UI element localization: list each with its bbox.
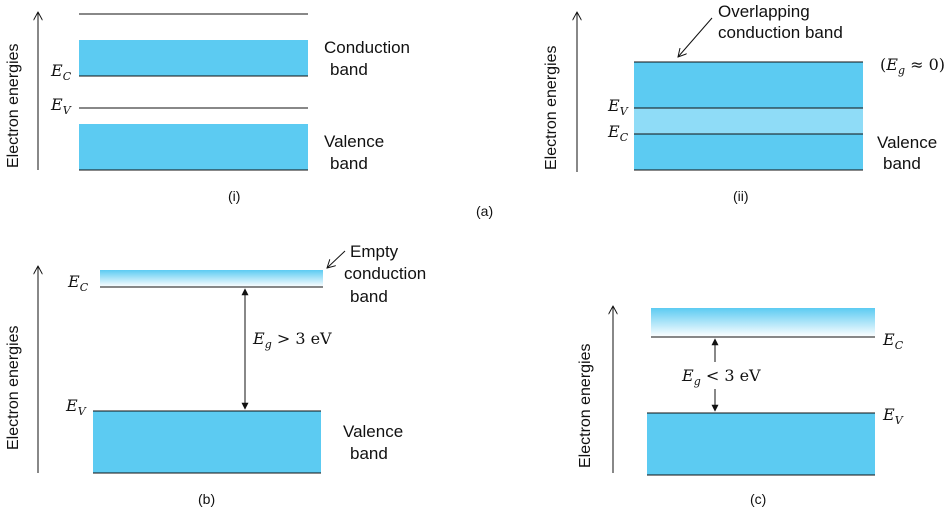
caption-b: (b) <box>198 491 215 507</box>
ev-label: EV <box>607 96 629 118</box>
panel-ii: Electron energies EV EC Overlapping cond… <box>543 2 945 204</box>
valence-band <box>647 413 875 475</box>
conduction-band <box>79 40 308 76</box>
valence-band-lower <box>634 134 863 170</box>
empty-label-line2: conduction <box>344 264 426 283</box>
axis-label: Electron energies <box>577 343 594 468</box>
caption-a: (a) <box>476 203 493 219</box>
panel-b: Electron energies EC EV Eg > 3 eV Empty … <box>5 242 426 507</box>
panel-c: Electron energies Eg < 3 eV EC EV (c) <box>577 306 904 507</box>
empty-label-line3: band <box>350 287 388 306</box>
valence-label-line1: Valence <box>343 422 403 441</box>
empty-label-line1: Empty <box>350 242 399 261</box>
axis-label: Electron energies <box>5 43 22 168</box>
ec-label: EC <box>882 330 904 352</box>
overlap-label-line1: Overlapping <box>718 2 810 21</box>
valence-label-line2: band <box>350 444 388 463</box>
empty-conduction-band <box>100 270 323 287</box>
conduction-band-upper <box>634 62 863 108</box>
valence-band <box>79 124 308 170</box>
gap-label: Eg < 3 eV <box>681 366 761 388</box>
caption-i: (i) <box>228 188 240 204</box>
conduction-label-line2: band <box>330 60 368 79</box>
overlap-pointer-arrow <box>678 17 713 57</box>
caption-ii: (ii) <box>733 188 749 204</box>
axis-label: Electron energies <box>543 45 560 170</box>
ec-label: EC <box>67 272 89 294</box>
valence-label-line1: Valence <box>877 133 937 152</box>
ec-label: EC <box>607 122 629 144</box>
ec-label: EC <box>50 61 72 83</box>
axis-label: Electron energies <box>5 325 22 450</box>
ev-label: EV <box>882 405 904 427</box>
conduction-band <box>651 308 875 337</box>
caption-c: (c) <box>750 491 766 507</box>
conduction-label-line1: Conduction <box>324 38 410 57</box>
gap-label: (Eg ≈ 0) <box>880 55 945 77</box>
overlap-region <box>634 108 863 134</box>
valence-label-line2: band <box>330 154 368 173</box>
valence-band <box>93 411 321 473</box>
panel-i: Electron energies EC EV Conduction band … <box>5 12 410 204</box>
valence-label-line1: Valence <box>324 132 384 151</box>
ev-label: EV <box>65 396 87 418</box>
empty-pointer-arrow <box>327 250 346 268</box>
gap-label: Eg > 3 eV <box>252 329 332 351</box>
overlap-label-line2: conduction band <box>718 23 843 42</box>
valence-label-line2: band <box>883 154 921 173</box>
ev-label: EV <box>50 95 72 117</box>
